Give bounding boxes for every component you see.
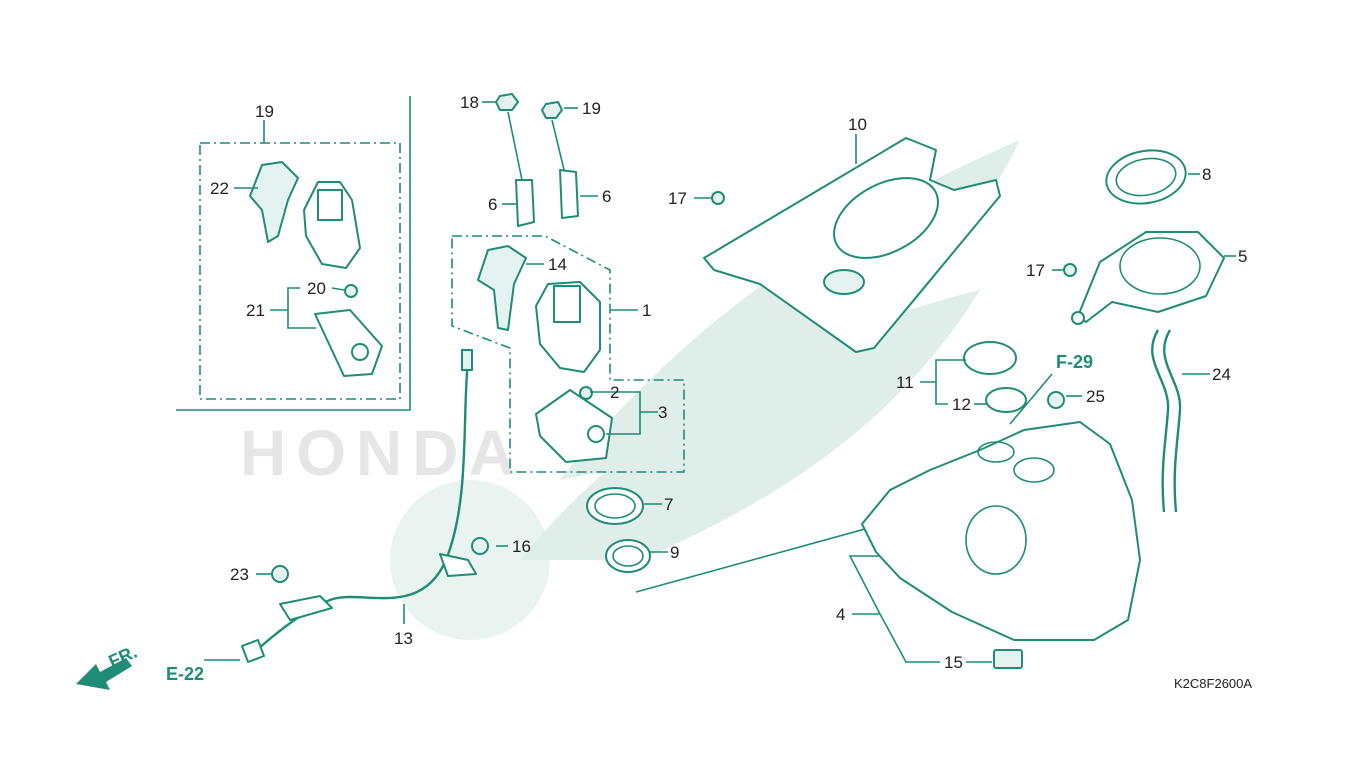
part-21-grommet [1047,391,1065,409]
part-16-bolt [471,537,489,555]
part-19-nut-left [495,93,519,111]
callout-4: 4 [836,605,845,624]
kit-frame [176,96,411,411]
part-20-hose [1151,329,1170,513]
callouts: 19 22 20 21 18 19 6 6 14 1 2 3 7 9 10 17… [210,93,1247,672]
bracket-6-leaders [507,111,567,181]
part-9-ring-inner [612,545,644,567]
part-8-seal [1105,149,1187,205]
part-6-bracket-left [515,179,535,227]
part-5-cover [1071,231,1225,325]
callout-3: 3 [658,403,667,422]
callout-12: 12 [952,395,971,414]
callout-15: 15 [944,653,963,672]
callout-25: 22 [210,179,229,198]
callout-22: 19 [255,102,274,121]
part-14-bracket [477,245,527,331]
callout-2: 2 [610,383,619,402]
watermark-text: HONDA [240,417,525,489]
callout-17-right: 17 [1026,261,1045,280]
callout-19-right: 19 [582,99,601,118]
part-12-gasket [985,387,1027,413]
part-3-plate [535,389,613,463]
part-19-nut-right [541,101,563,119]
callout-8: 8 [1202,165,1211,184]
part-25-bracket [249,161,299,243]
pump-frame [451,235,685,473]
part-7-gasket-inner [594,493,636,519]
callout-10: 10 [848,115,867,134]
callout-7: 7 [664,495,673,514]
part-24-hole [351,343,369,361]
callout-13: 13 [394,629,413,648]
part-4-tank [861,421,1141,641]
callout-6-left: 6 [488,195,497,214]
part-17-clip-right [1063,263,1077,277]
callout-6-right: 6 [602,187,611,206]
part-3-hole [587,425,605,443]
callout-5: 5 [1238,247,1247,266]
part-2-washer [579,386,593,400]
part-17-clip-left [711,191,725,205]
part-23-washer [344,284,358,298]
part-15-pad [993,649,1023,669]
callout-1: 1 [642,301,651,320]
callout-24: 21 [246,301,265,320]
part-10-tray [703,137,1001,353]
callout-18: 23 [230,565,249,584]
callout-20: 24 [1212,365,1231,384]
front-label: FR. [105,642,140,672]
part-8-seal-inner [1115,157,1177,197]
ref-f29: F-29 [1056,352,1093,372]
ref-e22: E-22 [166,664,204,684]
part-9-ring [605,539,651,573]
figure-code: K2C8F2600A [1174,676,1252,691]
part-11-cap [963,341,1017,375]
callout-16: 16 [512,537,531,556]
callout-17-left: 17 [668,189,687,208]
callout-23: 20 [307,279,326,298]
part-22-pump-unit [303,181,361,269]
callout-19-left: 18 [460,93,479,112]
part-18-bolt [271,565,289,583]
callout-14: 14 [548,255,567,274]
part-6-bracket-right [559,169,579,219]
part-1-pump [535,281,601,373]
callout-9: 9 [670,543,679,562]
part-13-cable [241,349,477,663]
part-24-plate [314,309,383,377]
front-arrow: FR. [76,642,140,690]
leader-lines [204,101,1236,663]
part-20-hose-outer [1163,329,1182,513]
callout-11: 11 [896,373,914,392]
callout-21: 25 [1086,387,1105,406]
